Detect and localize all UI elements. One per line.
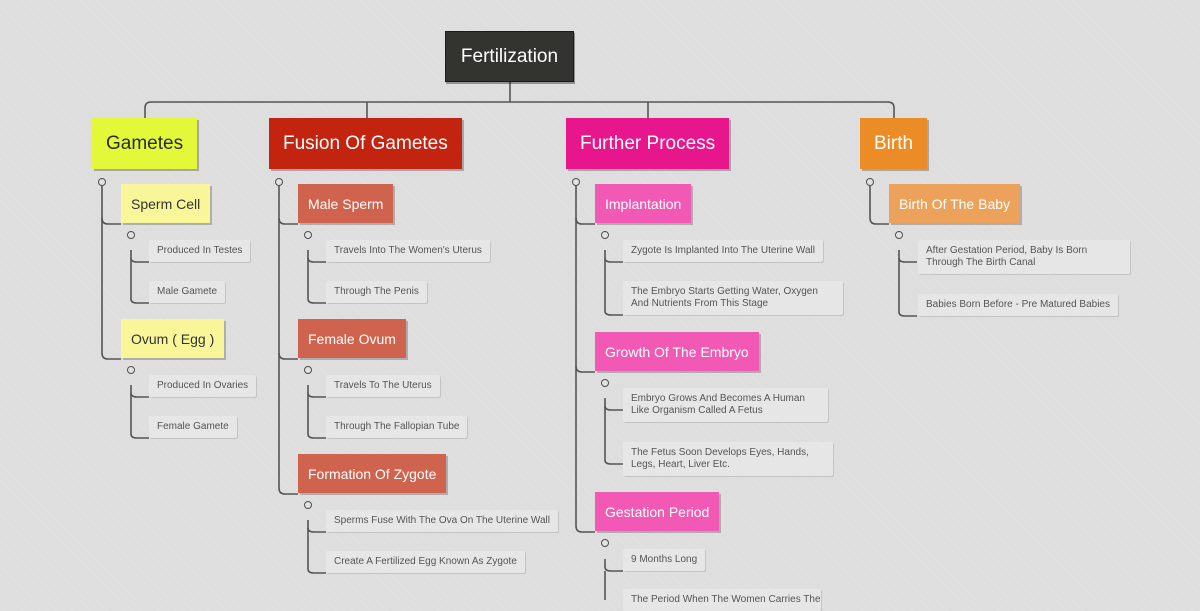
subtopic-ovum[interactable]: Ovum ( Egg ) — [121, 319, 225, 358]
detail-through-fallopian-tube[interactable]: Through The Fallopian Tube — [326, 416, 468, 438]
topic-gametes[interactable]: Gametes — [92, 118, 198, 169]
topic-further-process[interactable]: Further Process — [566, 118, 730, 169]
detail-male-gamete[interactable]: Male Gamete — [149, 281, 226, 303]
detail-embryo-gets-nutrients[interactable]: The Embryo Starts Getting Water, Oxygen … — [623, 281, 843, 315]
collapse-toggle-fusion[interactable] — [275, 178, 283, 186]
subtopic-female-ovum[interactable]: Female Ovum — [298, 319, 406, 358]
detail-pre-matured-babies[interactable]: Babies Born Before - Pre Matured Babies — [918, 294, 1118, 316]
topic-fusion-of-gametes[interactable]: Fusion Of Gametes — [269, 118, 462, 169]
detail-travels-to-the-uterus[interactable]: Travels To The Uterus — [326, 375, 440, 397]
detail-nine-months-long[interactable]: 9 Months Long — [623, 549, 706, 571]
detail-produced-in-testes[interactable]: Produced In Testes — [149, 240, 251, 262]
detail-fetus-develops[interactable]: The Fetus Soon Develops Eyes, Hands, Leg… — [623, 442, 833, 476]
subtopic-gestation-period[interactable]: Gestation Period — [595, 492, 720, 531]
collapse-toggle-ovum[interactable] — [127, 366, 135, 374]
collapse-toggle-male-sperm[interactable] — [304, 231, 312, 239]
collapse-toggle-zygote[interactable] — [304, 501, 312, 509]
collapse-toggle-birth-of-baby[interactable] — [895, 231, 903, 239]
subtopic-implantation[interactable]: Implantation — [595, 184, 692, 223]
collapse-toggle-sperm-cell[interactable] — [127, 231, 135, 239]
detail-zygote-implanted[interactable]: Zygote Is Implanted Into The Uterine Wal… — [623, 240, 823, 262]
collapse-toggle-female-ovum[interactable] — [304, 366, 312, 374]
subtopic-growth-of-the-embryo[interactable]: Growth Of The Embryo — [595, 332, 759, 371]
detail-period-woman-carries[interactable]: The Period When The Women Carries The — [623, 589, 821, 611]
root-topic[interactable]: Fertilization — [445, 31, 574, 82]
detail-embryo-grows[interactable]: Embryo Grows And Becomes A Human Like Or… — [623, 388, 828, 422]
detail-after-gestation-period[interactable]: After Gestation Period, Baby Is Born Thr… — [918, 240, 1130, 274]
detail-sperms-fuse-with-ova[interactable]: Sperms Fuse With The Ova On The Uterine … — [326, 510, 559, 532]
detail-produced-in-ovaries[interactable]: Produced In Ovaries — [149, 375, 257, 397]
detail-female-gamete[interactable]: Female Gamete — [149, 416, 237, 438]
subtopic-birth-of-the-baby[interactable]: Birth Of The Baby — [889, 184, 1021, 223]
collapse-toggle-further[interactable] — [572, 178, 580, 186]
collapse-toggle-gametes[interactable] — [98, 178, 106, 186]
collapse-toggle-implantation[interactable] — [601, 231, 609, 239]
detail-create-fertilized-egg[interactable]: Create A Fertilized Egg Known As Zygote — [326, 551, 525, 573]
subtopic-sperm-cell[interactable]: Sperm Cell — [121, 184, 211, 223]
detail-travels-into-uterus[interactable]: Travels Into The Women's Uterus — [326, 240, 490, 262]
collapse-toggle-growth[interactable] — [601, 379, 609, 387]
detail-through-the-penis[interactable]: Through The Penis — [326, 281, 427, 303]
subtopic-formation-of-zygote[interactable]: Formation Of Zygote — [298, 454, 447, 493]
collapse-toggle-gestation[interactable] — [601, 539, 609, 547]
topic-birth[interactable]: Birth — [860, 118, 928, 169]
subtopic-male-sperm[interactable]: Male Sperm — [298, 184, 394, 223]
collapse-toggle-birth[interactable] — [866, 178, 874, 186]
